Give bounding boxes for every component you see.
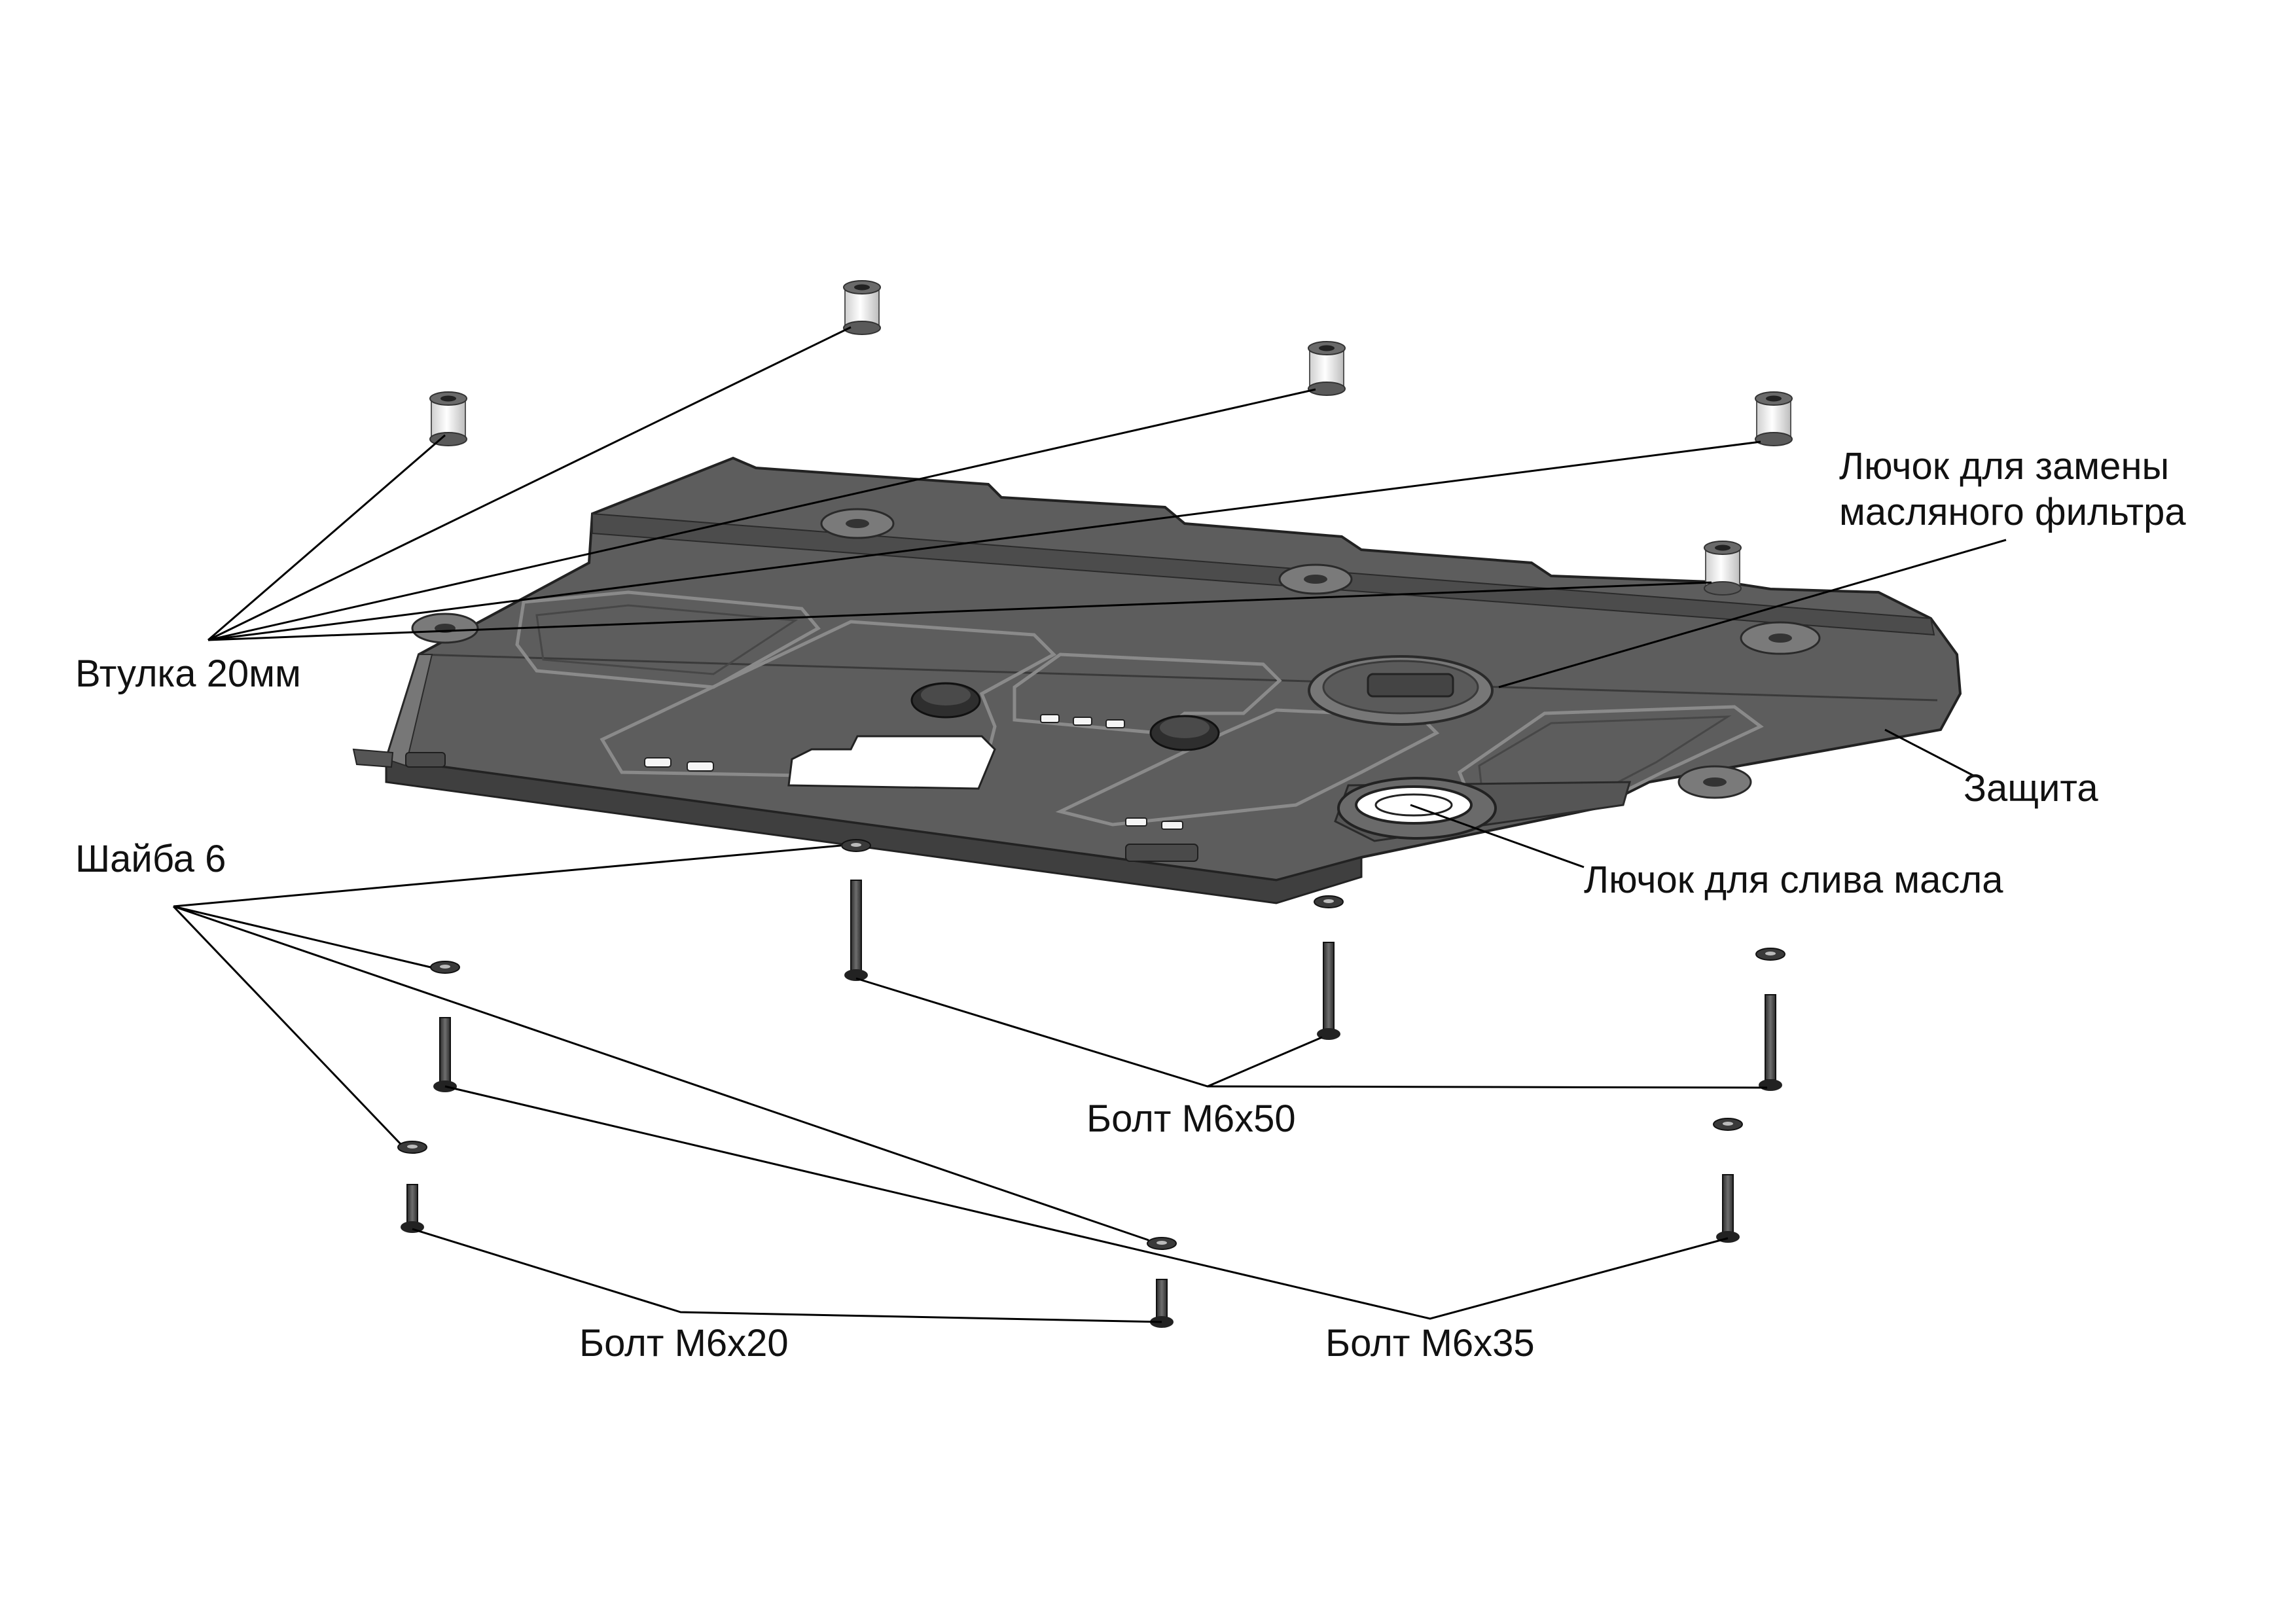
plate-slots bbox=[644, 714, 1183, 830]
washer bbox=[397, 1141, 427, 1154]
washer bbox=[1147, 1237, 1177, 1250]
label-bushing-20mm: Втулка 20мм bbox=[75, 652, 301, 695]
washer bbox=[1755, 948, 1785, 961]
label-bolt-m6x50: Болт М6х50 bbox=[1086, 1097, 1296, 1140]
label-protection: Защита bbox=[1964, 767, 2098, 810]
label-bolt-m6x35: Болт М6х35 bbox=[1325, 1322, 1535, 1364]
label-washer-6: Шайба 6 bbox=[75, 838, 226, 880]
label-bolt-m6x20: Болт М6х20 bbox=[579, 1322, 789, 1364]
bushing bbox=[843, 280, 881, 335]
label-oil-drain-hatch: Лючок для слива масла bbox=[1584, 859, 2003, 901]
leader-lines bbox=[172, 326, 2007, 1323]
plate-cutout bbox=[787, 735, 996, 790]
bolt-m6x50 bbox=[1317, 942, 1340, 1040]
stamped-panels bbox=[515, 590, 1764, 827]
oil-filter-hatch bbox=[1308, 655, 1494, 726]
washer bbox=[430, 961, 460, 974]
washer bbox=[1314, 895, 1344, 908]
washer bbox=[841, 839, 871, 852]
protection-plate bbox=[352, 456, 1962, 904]
bolt-m6x50 bbox=[844, 880, 868, 981]
bushing bbox=[1755, 391, 1793, 446]
bolt-m6x20 bbox=[401, 1184, 424, 1233]
bolt-m6x35 bbox=[1716, 1174, 1740, 1243]
bushing bbox=[1308, 341, 1346, 396]
rubber-plugs bbox=[910, 682, 1220, 751]
bolt-m6x50 bbox=[1759, 994, 1782, 1091]
label-oil-filter-hatch-line2: масляного фильтра bbox=[1839, 491, 2186, 533]
plate-rear-flange bbox=[592, 512, 1935, 636]
bolt-m6x20 bbox=[1150, 1279, 1174, 1328]
washers-group bbox=[397, 839, 1785, 1250]
bolts-group bbox=[401, 880, 1782, 1328]
label-oil-filter-hatch-line1: Лючок для замены bbox=[1839, 445, 2170, 488]
washer bbox=[1713, 1118, 1743, 1131]
plate-front-edge bbox=[385, 758, 1363, 904]
bushing bbox=[1704, 541, 1742, 596]
plate-ridge-line bbox=[418, 653, 1938, 702]
bushing bbox=[429, 391, 467, 446]
bolt-m6x35 bbox=[433, 1017, 457, 1092]
